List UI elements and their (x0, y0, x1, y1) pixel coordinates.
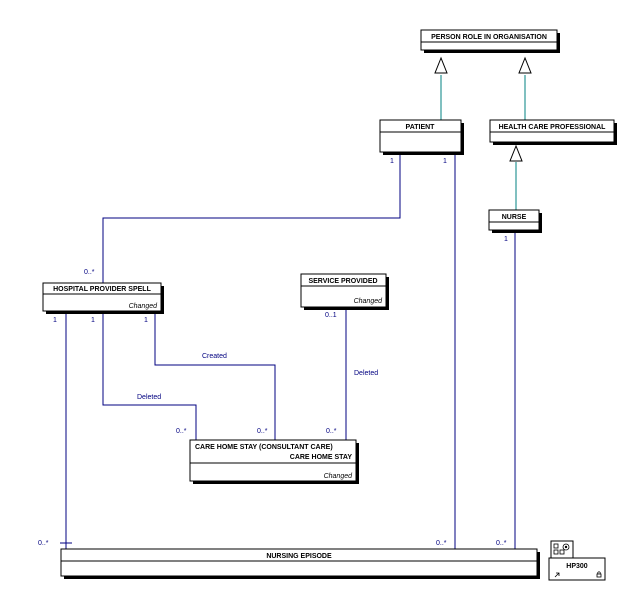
entity-service-provided[interactable]: SERVICE PROVIDED Changed (300, 273, 389, 310)
stamp-frame (548, 557, 606, 581)
entity-hcp-name: HEALTH CARE PROFESSIONAL (499, 124, 607, 131)
stamp-grid-icon (553, 543, 570, 555)
mult-patient-left: 1 (390, 158, 394, 165)
stamp-label: HP300 (566, 563, 588, 570)
entity-hospital-provider-spell[interactable]: HOSPITAL PROVIDER SPELL Changed (42, 282, 164, 314)
entity-nurse[interactable]: NURSE (488, 209, 542, 233)
connectors (60, 155, 516, 549)
entity-patient[interactable]: PATIENT (379, 119, 464, 155)
entity-hps-stereotype: Changed (129, 303, 159, 310)
entity-nursing-name: NURSING EPISODE (266, 553, 332, 560)
mult-chs-left: 0..* (176, 428, 187, 435)
nurse-generalisation-arrow (509, 144, 523, 162)
stamp-lock-icon (596, 571, 602, 578)
stamp-tab (550, 540, 574, 559)
mult-hps-b3: 1 (144, 317, 148, 324)
rel-label-created: Created (202, 353, 227, 360)
mult-chs-mid: 0..* (257, 428, 268, 435)
entity-nurse-name: NURSE (502, 214, 527, 221)
generalisations (434, 56, 532, 210)
rel-label-deleted-right: Deleted (354, 370, 378, 377)
entity-chs-stereotype: Changed (324, 473, 354, 480)
rel-label-deleted-left: Deleted (137, 394, 161, 401)
mult-hps-b1: 1 (53, 317, 57, 324)
entity-patient-name: PATIENT (406, 124, 436, 131)
entity-hps-name: HOSPITAL PROVIDER SPELL (53, 286, 151, 293)
mult-hps-top: 0..* (84, 269, 95, 276)
entity-care-home-stay[interactable]: CARE HOME STAY (CONSULTANT CARE) CARE HO… (189, 439, 359, 484)
hps-chs-created-connector (154, 313, 276, 440)
entity-person-role[interactable]: PERSON ROLE IN ORGANISATION (420, 29, 560, 53)
patient-generalisation-arrow (434, 56, 448, 74)
mult-service-bottom: 0..1 (325, 312, 337, 319)
mult-chs-right: 0..* (326, 428, 337, 435)
mult-nursing-left: 0..* (38, 540, 49, 547)
entity-service-stereotype: Changed (354, 298, 384, 305)
patient-hps-connector (102, 155, 401, 283)
entity-chs-name-line2: CARE HOME STAY (290, 454, 353, 461)
mult-patient-right: 1 (443, 158, 447, 165)
entity-person-role-name: PERSON ROLE IN ORGANISATION (431, 34, 547, 41)
entity-health-care-professional[interactable]: HEALTH CARE PROFESSIONAL (489, 119, 617, 145)
mult-hps-b2: 1 (91, 317, 95, 324)
hcp-generalisation-arrow (518, 56, 532, 74)
entity-nursing-episode[interactable]: NURSING EPISODE (60, 548, 540, 579)
stamp-arrow-icon (554, 572, 560, 578)
mult-nursing-mid: 0..* (436, 540, 447, 547)
relationship-labels: Created Deleted Deleted (137, 353, 378, 401)
multiplicities: 1 1 1 0..* 1 1 1 0..1 0..* 0..* 0..* 0..… (38, 158, 508, 547)
entity-service-name: SERVICE PROVIDED (308, 278, 377, 285)
mult-nursing-right: 0..* (496, 540, 507, 547)
hp300-stamp: HP300 (548, 540, 606, 581)
hps-chs-deleted-connector (102, 313, 197, 440)
entity-chs-name-line1: CARE HOME STAY (CONSULTANT CARE) (195, 444, 333, 451)
mult-nurse-bottom: 1 (504, 236, 508, 243)
